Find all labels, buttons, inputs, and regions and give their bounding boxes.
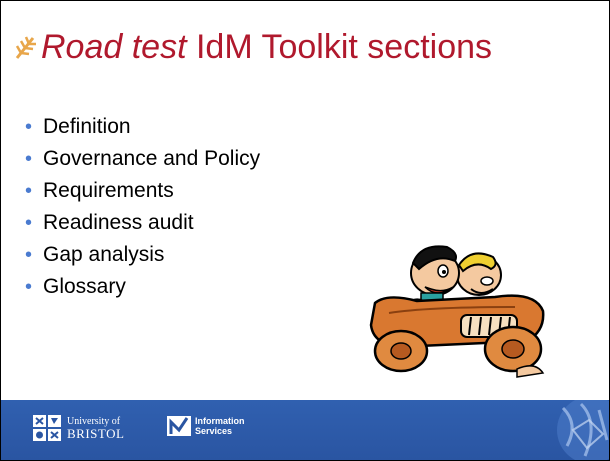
information-services-icon	[167, 416, 191, 436]
slide-title: Road test IdM Toolkit sections	[15, 27, 492, 69]
flintstones-car-cartoon	[369, 245, 545, 378]
services-label: Services	[195, 426, 233, 436]
bullet-item: •Glossary	[25, 271, 260, 303]
information-services-logo: Information Services	[167, 416, 245, 436]
decorative-crest-watermark	[557, 400, 609, 460]
university-of-bristol-logo: University of BRISTOL	[33, 415, 124, 441]
bullet-item: •Readiness audit	[25, 207, 260, 239]
university-crest-icon	[33, 415, 61, 441]
bullet-dot-icon: •	[25, 244, 33, 266]
title-marker-icon	[15, 29, 37, 69]
title-rest: IdM Toolkit sections	[186, 28, 493, 66]
bullet-dot-icon: •	[25, 116, 33, 138]
bullet-dot-icon: •	[25, 276, 33, 298]
bullet-item: •Gap analysis	[25, 239, 260, 271]
bullet-item: •Requirements	[25, 175, 260, 207]
title-italic: Road test	[41, 28, 187, 66]
footer-bar: University of BRISTOL Information Servic…	[1, 400, 609, 460]
bullet-dot-icon: •	[25, 180, 33, 202]
bullet-dot-icon: •	[25, 148, 33, 170]
bullet-dot-icon: •	[25, 212, 33, 234]
bullet-list: •Definition •Governance and Policy •Requ…	[25, 111, 260, 303]
information-label: Information	[195, 416, 245, 426]
bullet-item: •Governance and Policy	[25, 143, 260, 175]
bristol-label: BRISTOL	[67, 426, 125, 441]
bullet-item: •Definition	[25, 111, 260, 143]
university-label: University of	[67, 416, 121, 427]
